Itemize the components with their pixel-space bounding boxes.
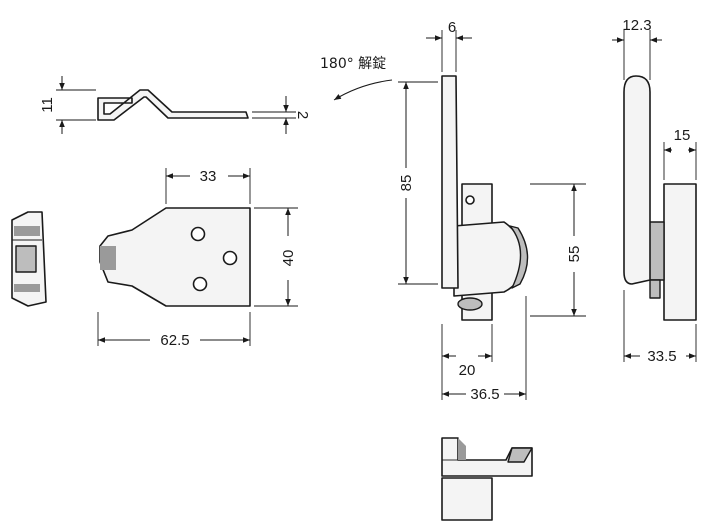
dimension-lever-width: 6 [426, 19, 472, 72]
rotation-annotation: 180° 解錠 [320, 56, 393, 101]
dim-label-plate-thickness: 2 [294, 111, 311, 119]
dim-label-side-body-width: 15 [674, 127, 691, 144]
strike-plate-plan-view [99, 207, 251, 307]
dim-label-side-lever-width: 12.3 [622, 17, 651, 34]
dimension-plate-depth: 40 [254, 207, 298, 307]
dim-label-side-overall: 33.5 [647, 348, 676, 365]
dimension-plate-height: 11 [39, 76, 96, 134]
dimension-side-overall: 33.5 [623, 290, 697, 365]
dimension-body-depth: 36.5 [442, 296, 527, 403]
rotation-note: 180° 解錠 [320, 56, 386, 72]
lock-front-view [441, 75, 529, 321]
dimension-plate-length: 62.5 [97, 312, 251, 349]
lock-plan-view [441, 437, 533, 521]
dimension-lever-length: 85 [398, 81, 438, 285]
strike-plate-end-view [11, 211, 47, 307]
dimension-plate-top-width: 33 [165, 168, 251, 204]
dimension-body-height: 55 [530, 183, 586, 317]
lock-side-view [623, 75, 697, 321]
dim-label-plate-length: 62.5 [160, 332, 189, 349]
dimension-side-lever-width: 12.3 [612, 17, 662, 80]
dimension-side-body-width: 15 [663, 127, 697, 180]
dim-label-body-depth: 36.5 [470, 386, 499, 403]
dim-label-plate-height: 11 [39, 97, 56, 113]
dim-label-plate-top-width: 33 [200, 168, 217, 185]
dim-label-lever-length: 85 [398, 175, 415, 192]
dim-label-base-width: 20 [459, 362, 476, 379]
dimension-plate-thickness: 2 [252, 96, 311, 134]
dim-label-plate-depth: 40 [280, 250, 297, 267]
strike-plate-profile [97, 89, 249, 121]
dimension-base-width: 20 [441, 324, 493, 400]
dim-label-body-height: 55 [566, 246, 583, 263]
dim-label-lever-width: 6 [448, 19, 456, 36]
